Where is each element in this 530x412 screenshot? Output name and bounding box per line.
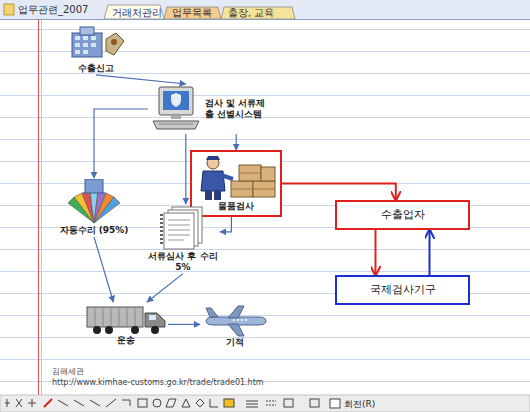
transport: 운송: [84, 302, 168, 347]
toolbar-icons: [5, 399, 340, 408]
export-declaration: 수출신고: [60, 24, 132, 75]
fan-icon: [65, 179, 123, 225]
title-bar: [0, 0, 530, 19]
shipment: 기적: [200, 304, 270, 349]
tab-label: 업무목록: [172, 7, 212, 20]
flow-arrow: [375, 230, 377, 275]
flow-arrow: [220, 217, 231, 232]
exporter-box: 수출업자: [335, 200, 470, 230]
inspect-icon: [195, 155, 277, 201]
node-text: 수출업자: [381, 208, 425, 221]
flow-arrow: [94, 109, 148, 178]
node-text: 검사 및 서류제출 선별시스템: [203, 98, 273, 120]
tab: [221, 7, 295, 19]
source-name: 김해세관: [52, 366, 84, 377]
flow-arrow: [282, 183, 396, 200]
papers-icon: [158, 205, 208, 251]
flow-arrow: [94, 237, 113, 302]
inspection-box: 물품검사: [190, 150, 282, 217]
node-text: 수출신고: [78, 63, 114, 74]
screening-system: 검사 및 서류제출 선별시스템: [148, 84, 274, 134]
flow-arrow: [429, 230, 431, 275]
margin-line: [38, 19, 39, 395]
tab-label: 거래처관리: [112, 6, 162, 20]
ruled-page: [0, 19, 530, 395]
node-text: 물품검사: [218, 201, 254, 212]
toolbar-label: 회전(R): [344, 398, 375, 411]
node-text: 기적: [226, 337, 244, 348]
flow-arrow: [147, 274, 183, 302]
flow-arrow: [185, 134, 186, 204]
node-text: 국제검사기구: [370, 283, 436, 296]
docs-icon: [66, 25, 126, 63]
tab: [164, 7, 221, 19]
flow-arrow: [96, 75, 186, 84]
window-title: 업무관련_2007: [18, 3, 88, 17]
node-text: 자동수리 (95%): [60, 225, 129, 236]
tab: [104, 5, 164, 19]
toolbar: [0, 395, 530, 412]
truck-icon: [85, 303, 167, 335]
flow-arrow: [236, 134, 237, 150]
plane-icon: [202, 305, 268, 337]
node-text: 운송: [117, 335, 135, 346]
source-url: http://www.kimhae-customs.go.kr/trade/tr…: [52, 378, 264, 387]
inspection-agency-box: 국제검사기구: [335, 275, 470, 305]
pc-icon: [149, 85, 203, 133]
node-text: 서류심사 후 수리 5%: [147, 251, 219, 273]
tab-label: 출장, 교육: [228, 7, 274, 20]
flow-arrow: [168, 324, 200, 325]
auto-acceptance: 자동수리 (95%): [58, 178, 130, 237]
document-review: 서류심사 후 수리 5%: [146, 204, 220, 274]
